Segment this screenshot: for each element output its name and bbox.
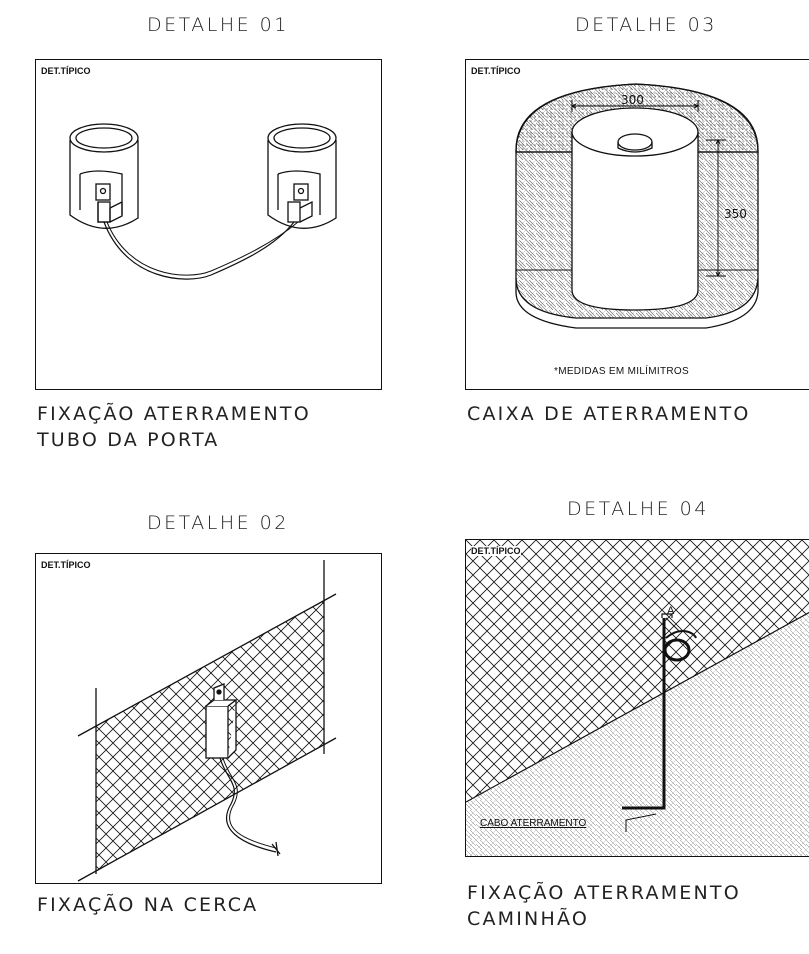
measurement-note: *MEDIDAS EM MILÍMITROS: [554, 366, 689, 377]
left-door-tube: [69, 123, 139, 229]
detail-01-caption: FIXAÇÃO ATERRAMENTO TUBO DA PORTA: [37, 401, 311, 453]
cable-loop: [663, 638, 691, 662]
detail-02-drawing: DET.TÍPICO: [35, 553, 382, 884]
detail-04-caption-line2: CAMINHÃO: [467, 908, 589, 930]
detail-01-caption-line1: FIXAÇÃO ATERRAMENTO: [37, 403, 311, 425]
detail-04-drawing: A DET.TÍPICO CABO ATERRAMENTO: [465, 539, 809, 857]
door-tube-grounding-illustration: [69, 123, 337, 280]
detail-01-drawing: DET.TÍPICO: [35, 59, 382, 390]
truck-grounding-illustration: A: [466, 540, 809, 856]
detail-02-tag: DET.TÍPICO: [41, 560, 91, 570]
detail-04-caption: FIXAÇÃO ATERRAMENTO CAMINHÃO: [467, 880, 741, 932]
box-height-dimension: 350: [724, 207, 747, 221]
grounding-box-illustration: 300 350: [515, 83, 759, 329]
box-width-dimension: 300: [621, 93, 644, 107]
inner-cylinder: [571, 132, 699, 311]
detail-04-tag: DET.TÍPICO: [471, 546, 521, 556]
detail-01-tag: DET.TÍPICO: [41, 66, 91, 76]
fence-grounding-illustration: [77, 560, 337, 882]
detail-04-title: DETALHE 04: [567, 498, 709, 520]
grounding-clamp: [205, 705, 229, 759]
detail-03-caption-line1: CAIXA DE ATERRAMENTO: [467, 403, 751, 425]
fence-bottom-edge: [77, 737, 337, 882]
detail-03-tag: DET.TÍPICO: [471, 66, 521, 76]
detail-02-caption-line1: FIXAÇÃO NA CERCA: [37, 894, 259, 916]
box-base: [515, 278, 759, 329]
grounding-cable: [103, 221, 295, 280]
grounding-rod: [622, 618, 666, 810]
point-label-a: A: [667, 605, 675, 617]
detail-04-caption-line1: FIXAÇÃO ATERRAMENTO: [467, 882, 741, 904]
detail-03-drawing: DET.TÍPICO: [465, 59, 809, 390]
cable-label: CABO ATERRAMENTO: [480, 818, 587, 829]
detail-03-title: DETALHE 03: [575, 14, 717, 36]
detail-02-caption: FIXAÇÃO NA CERCA: [37, 892, 258, 918]
fence-top-edge: [77, 593, 337, 737]
detail-03-caption: CAIXA DE ATERRAMENTO: [467, 401, 751, 427]
fence-grounding-cable: [219, 757, 277, 853]
detail-01-title: DETALHE 01: [147, 14, 289, 36]
detail-01-caption-line2: TUBO DA PORTA: [37, 429, 220, 451]
detail-02-title: DETALHE 02: [147, 512, 289, 534]
right-door-tube: [267, 123, 337, 229]
